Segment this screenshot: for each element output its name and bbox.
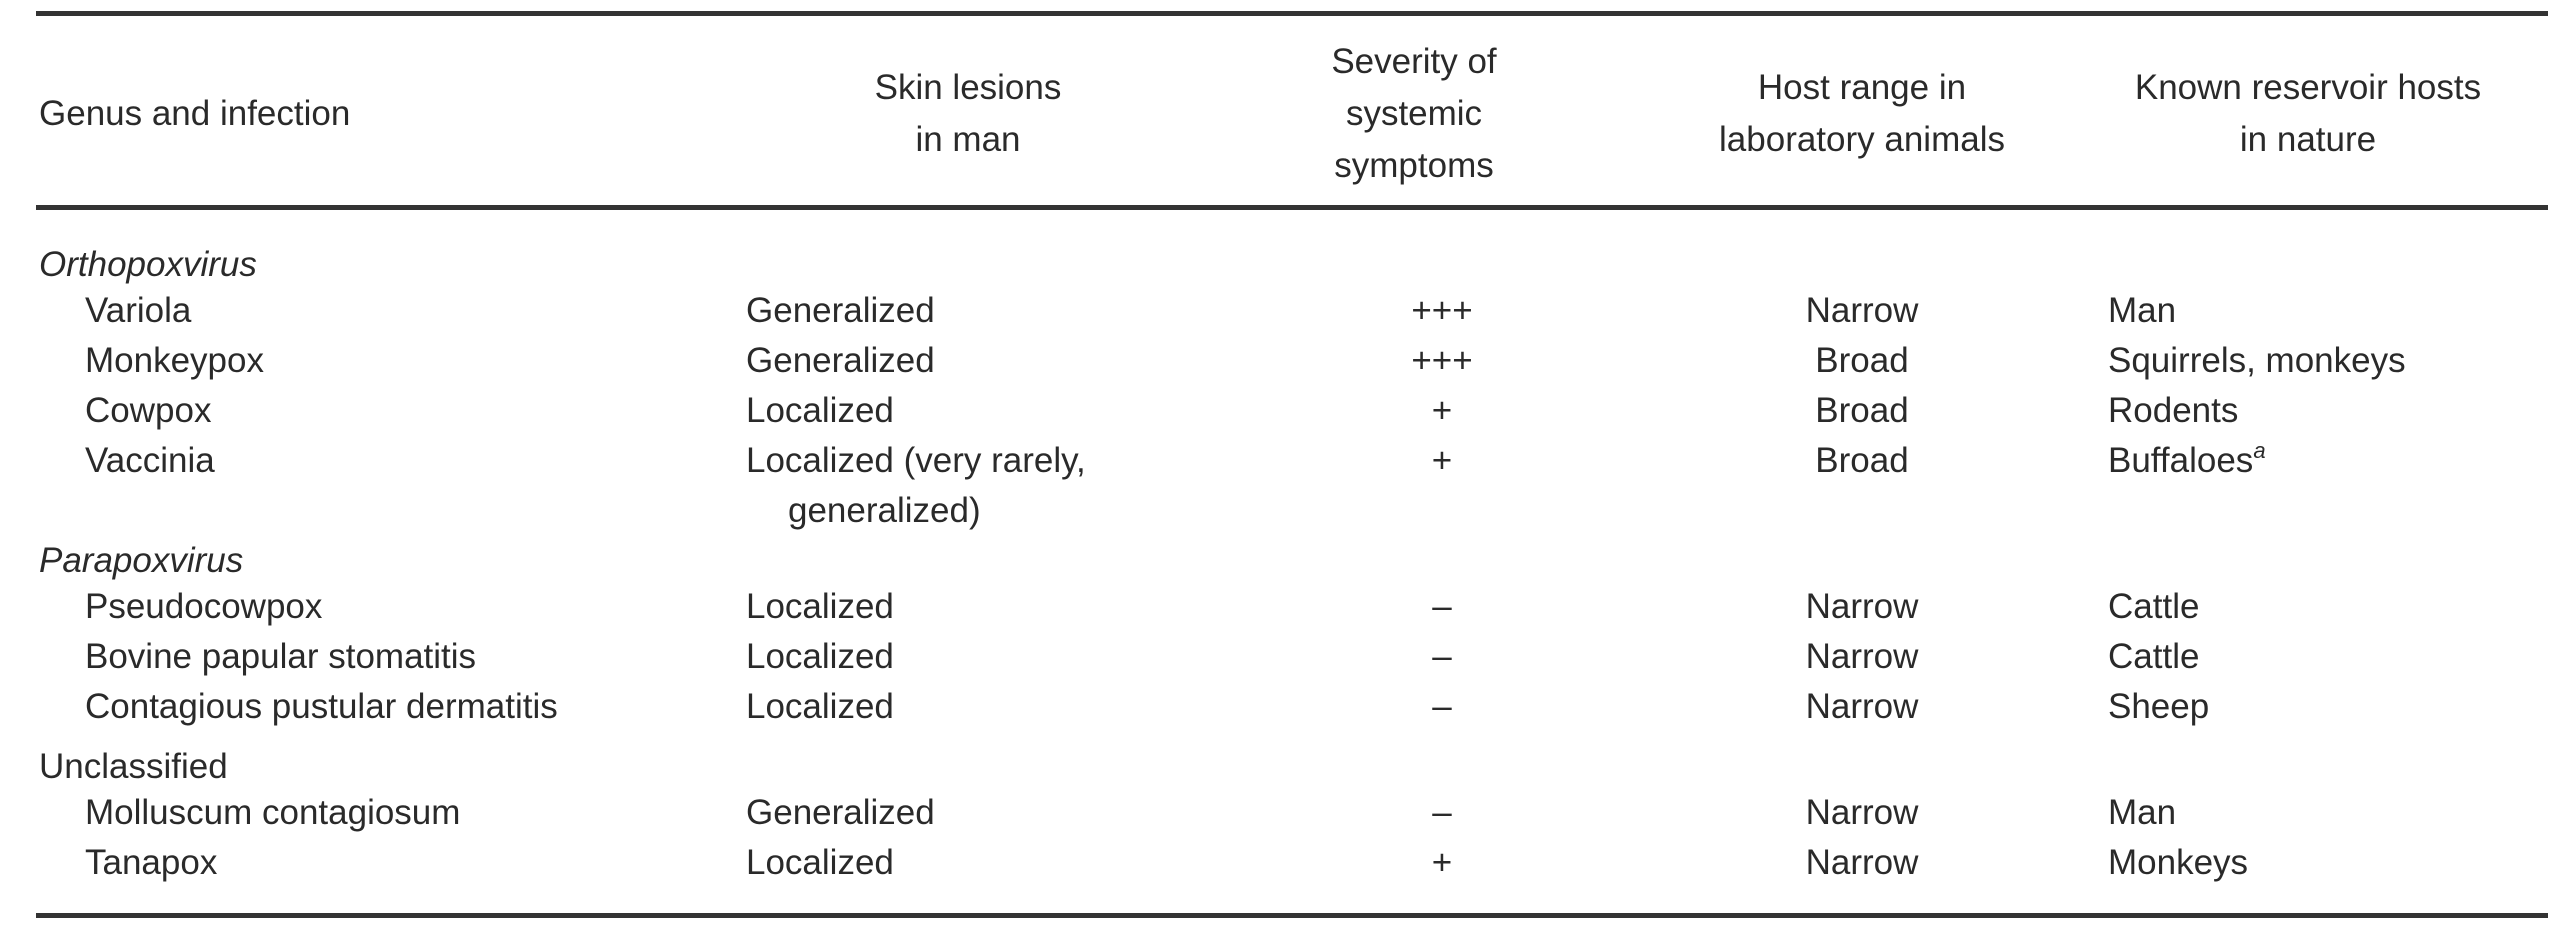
header-text: symptoms [1334,146,1494,185]
severity: +++ [1411,341,1473,380]
bottom-rule [36,913,2548,918]
genus-row: Orthopoxvirus [0,240,2560,286]
severity: + [1431,843,1453,882]
table-row: Bovine papular stomatitis Localized – Narro… [0,632,2560,682]
host-range: Narrow [1805,587,1919,626]
reservoir-text: Monkeys [2108,843,2249,882]
severity: – [1432,637,1452,676]
host-range: Narrow [1805,637,1919,676]
reservoir-hosts: Man [2108,286,2176,336]
host-range: Narrow [1805,291,1919,330]
reservoir-hosts: Monkeys [2108,838,2248,888]
header-text: Known reservoir hosts [2134,68,2482,107]
skin-lesions-continued: generalized) [788,491,981,530]
skin-lesions: Localized [746,687,894,726]
reservoir-text: Cattle [2108,587,2200,626]
severity: – [1432,793,1452,832]
reservoir-hosts: Cattle [2108,632,2199,682]
infection-name: Contagious pustular dermatitis [85,687,558,726]
table-row: Contagious pustular dermatitis Localized –… [0,682,2560,732]
severity: + [1431,441,1453,480]
footnote-marker: a [2253,438,2266,463]
host-range: Broad [1815,441,1909,480]
reservoir-text: Man [2108,291,2177,330]
severity: +++ [1411,291,1473,330]
genus-label: Unclassified [39,747,228,786]
infection-name: Molluscum contagiosum [85,793,461,832]
infection-name: Tanapox [85,843,218,882]
skin-lesions: Localized (very rarely, [746,441,1086,480]
skin-lesions: Localized [746,843,894,882]
skin-lesions: Localized [746,637,894,676]
table-row: Vaccinia Localized (very rarely, + Broad Buf… [0,436,2560,486]
header-severity: Severity of systemic symptoms [1264,36,1564,192]
skin-lesions: Localized [746,391,894,430]
host-range: Narrow [1805,793,1919,832]
skin-lesions: Generalized [746,793,935,832]
infection-name: Monkeypox [85,341,264,380]
severity: + [1431,391,1453,430]
infection-name: Vaccinia [85,441,215,480]
top-rule [36,11,2548,16]
infection-name: Cowpox [85,391,212,430]
table-row: Variola Generalized +++ Narrow Man [0,286,2560,336]
reservoir-hosts: Rodents [2108,386,2238,436]
reservoir-text: Sheep [2108,687,2210,726]
host-range: Broad [1815,341,1909,380]
host-range: Narrow [1805,843,1919,882]
infection-name: Pseudocowpox [85,587,323,626]
host-range: Narrow [1805,687,1919,726]
skin-lesions: Generalized [746,291,935,330]
header-text: Skin lesions [874,68,1062,107]
infection-name: Variola [85,291,192,330]
header-text: Severity of [1331,42,1497,81]
reservoir-hosts: Sheep [2108,682,2209,732]
table-row: Molluscum contagiosum Generalized – Narrow M… [0,788,2560,838]
table-row: Monkeypox Generalized +++ Broad Squirrels, m… [0,336,2560,386]
reservoir-text: Buffaloes [2108,441,2254,480]
skin-lesions: Generalized [746,341,935,380]
reservoir-text: Rodents [2108,391,2239,430]
header-rule [36,205,2548,210]
host-range: Broad [1815,391,1909,430]
header-text: systemic [1345,94,1483,133]
header-text: laboratory animals [1719,120,2005,159]
reservoir-text: Cattle [2108,637,2200,676]
table-row-continuation: generalized) [0,486,2560,536]
table-row: Pseudocowpox Localized – Narrow Cattle [0,582,2560,632]
header-reservoir: Known reservoir hosts in nature [2088,62,2528,166]
header-skin-lesions: Skin lesions in man [818,62,1118,166]
reservoir-text: Squirrels, monkeys [2108,341,2406,380]
reservoir-hosts: Cattle [2108,582,2199,632]
infection-name: Bovine papular stomatitis [85,637,477,676]
reservoir-hosts: Squirrels, monkeys [2108,336,2406,386]
header-genus: Genus and infection [39,88,350,140]
severity: – [1432,687,1452,726]
table-row: Tanapox Localized + Narrow Monkeys [0,838,2560,888]
genus-label: Parapoxvirus [39,541,244,580]
header-text: in man [915,120,1021,159]
reservoir-hosts: Buffaloesa [2108,436,2266,486]
genus-label: Orthopoxvirus [39,245,257,284]
table-row: Cowpox Localized + Broad Rodents [0,386,2560,436]
header-text: in nature [2239,120,2377,159]
genus-row: Parapoxvirus [0,536,2560,582]
severity: – [1432,587,1452,626]
reservoir-hosts: Man [2108,788,2176,838]
header-text: Host range in [1757,68,1967,107]
reservoir-text: Man [2108,793,2177,832]
genus-row: Unclassified [0,742,2560,788]
skin-lesions: Localized [746,587,894,626]
header-text: Genus and infection [39,94,351,133]
header-host-range: Host range in laboratory animals [1662,62,2062,166]
